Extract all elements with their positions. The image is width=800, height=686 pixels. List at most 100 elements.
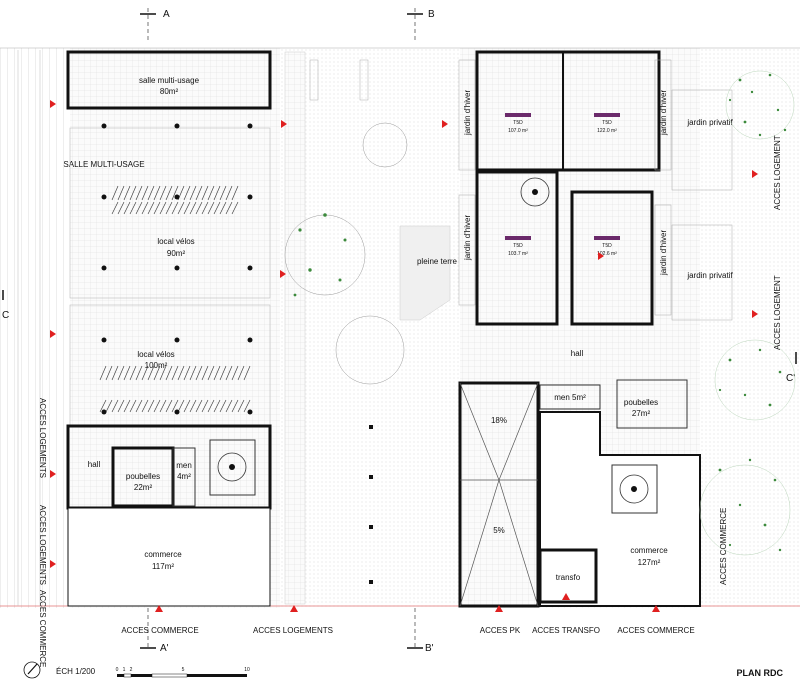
bench [309,59,319,101]
right-garden [700,48,800,608]
apartment-block-top [475,50,661,172]
apartment-3-type: T5D [513,243,523,249]
ramp-line [459,479,500,607]
section-b-label: B [428,9,435,20]
ramp-line [498,479,539,607]
apartment-3-area: 103.7 m² [508,251,528,257]
ramp-line [498,382,539,481]
scale-label: ÉCH 1/200 [56,667,96,676]
left-street [0,48,70,608]
commerce-left-area: 117m² [152,562,174,571]
access-right-1: ACCES LOGEMENT [773,135,782,210]
apartment-tag-3: T5D 103.7 m² [505,236,531,257]
jardin-hiver-3-area [458,194,476,306]
salle-multi-usage-caps-label: SALLE MULTI-USAGE [63,160,144,169]
ramp-bottom-slope: 5% [493,526,505,535]
salle-multi-usage-label: salle multi-usage [139,76,200,85]
jardin-privatif-2-area [671,224,733,321]
access-right-2: ACCES LOGEMENT [773,275,782,350]
access-left-1: ACCES LOGEMENTS [38,398,47,478]
section-b-prime-label: B' [425,643,434,654]
pleine-terre-label: pleine terre [417,257,458,266]
stair-left [209,439,256,496]
apartment-4-type: T5D [602,243,612,249]
access-left-3: ACCES COMMERCE [38,590,47,667]
stair-right-spiral [619,474,649,504]
access-bottom-2: ACCES LOGEMENTS [253,626,333,635]
scale-tick-1: 1 [123,667,126,673]
jardin-hiver-1-area [458,59,476,171]
local-velos-1-room [69,127,271,299]
section-c-label: C [2,310,9,321]
apartment-block-bottom-left [475,170,559,326]
tree-foliage [293,73,787,552]
local-velos-2-area: 100m² [145,361,168,370]
north-arrow-icon [23,661,41,679]
men-left-label: men [176,461,192,470]
jardin-hiver-3-label: jardin d'hiver [463,215,472,261]
scale-tick-5: 5 [182,667,185,673]
section-marker-c-prime: C' [786,352,797,384]
structural-columns-left [101,123,253,415]
poubelles-left-label: poubelles [126,472,160,481]
access-left-2: ACCES LOGEMENTS [38,505,47,585]
access-bottom-1: ACCES COMMERCE [121,626,198,635]
commerce-right-label: commerce [630,546,668,555]
scale-tick-0: 0 [116,667,119,673]
commerce-left-room [67,507,271,607]
jardin-privatif-2-label: jardin privatif [686,271,733,280]
scale-tick-2: 2 [130,667,133,673]
poubelles-right-label: poubelles [624,398,658,407]
bench [359,59,369,101]
jardin-hiver-4-label: jardin d'hiver [659,230,668,276]
men-left-area: 4m² [177,472,191,481]
local-velos-1-area: 90m² [167,249,186,258]
transfo-room [538,548,598,604]
local-velos-1-label: local vélos [157,237,194,246]
section-a-prime-label: A' [160,643,169,654]
access-bottom-4: ACCES TRANSFO [532,626,600,635]
men-center-room [539,384,601,410]
salle-multi-usage-room [66,50,272,110]
poubelles-left-area: 22m² [134,483,153,492]
apartment-tag-2: T5D 122.0 m² [594,113,620,134]
bike-racks-1 [111,185,239,215]
apartment-tag-1: T5D 107.0 m² [505,113,531,134]
section-marker-c: C [2,290,9,321]
access-bottom-3: ACCES PK [480,626,521,635]
access-markers [50,100,758,612]
commerce-right-room [539,411,701,607]
pleine-terre-area [399,225,451,321]
local-velos-2-label: local vélos [137,350,174,359]
hall-center-label: hall [571,349,584,358]
stair-right [611,464,658,514]
scale-tick-10: 10 [244,667,250,673]
jardin-hiver-2-area [654,59,672,171]
apartment-2-type: T5D [602,120,612,126]
stair-center-spiral [520,177,550,207]
bike-racks-2 [99,365,251,413]
commerce-left-label: commerce [144,550,182,559]
hall-left-label: hall [88,460,101,469]
stair-left-spiral [217,452,247,482]
section-marker-b-prime: B' [407,608,434,654]
commerce-right-area: 127m² [638,558,661,567]
transfo-label: transfo [556,573,581,582]
apartment-1-type: T5D [513,120,523,126]
jardin-hiver-1-label: jardin d'hiver [463,90,472,136]
scale-bar [117,673,247,678]
section-marker-a: A [140,8,170,40]
apartment-tag-4: T5D 102.6 m² [594,236,620,257]
drawing-title: PLAN RDC [737,668,784,678]
bollards [369,425,373,584]
jardin-hiver-2-label: jardin d'hiver [659,90,668,136]
ramp-top-slope: 18% [491,416,507,425]
section-marker-a-prime: A' [140,608,169,654]
jardin-privatif-1-label: jardin privatif [686,118,733,127]
jardin-privatif-1-area [671,89,733,191]
section-c-prime-label: C' [786,373,795,384]
apartment-4-area: 102.6 m² [597,251,617,257]
stair-left-core [229,464,235,470]
stair-center-core [532,189,538,195]
